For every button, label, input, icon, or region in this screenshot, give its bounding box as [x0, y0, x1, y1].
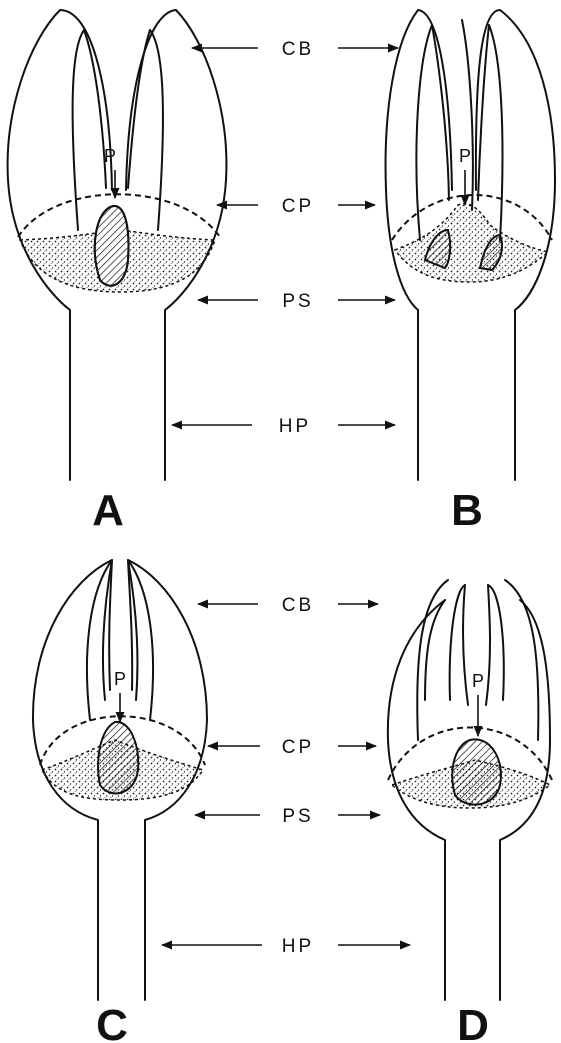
panel-label-c: C: [96, 1001, 128, 1043]
hp-label: HP: [279, 416, 311, 437]
bottom-labels: CB CP PS HP: [162, 595, 410, 957]
cb-label: CB: [282, 39, 314, 60]
hatched-meristem: [95, 206, 129, 286]
specimen-a: P A: [8, 10, 227, 535]
p-label: P: [114, 669, 126, 689]
cb-label: CB: [282, 595, 314, 616]
specimen-c: P C: [33, 560, 207, 1043]
top-labels: CB CP PS HP: [172, 39, 398, 437]
p-label: P: [459, 146, 471, 166]
cp-label: CP: [282, 737, 314, 758]
ps-label: PS: [282, 806, 313, 827]
panel-label-d: D: [457, 1001, 489, 1043]
hatched-meristem: [452, 739, 501, 804]
hp-label: HP: [282, 936, 314, 957]
ps-label: PS: [282, 291, 313, 312]
p-label: P: [472, 671, 484, 691]
specimen-d: P D: [388, 580, 552, 1043]
cp-label: CP: [282, 196, 314, 217]
hatched-meristem: [98, 722, 138, 794]
panel-label-b: B: [451, 486, 483, 535]
panel-label-a: A: [92, 486, 124, 535]
p-label: P: [104, 146, 116, 166]
specimen-b: P B: [386, 10, 555, 535]
